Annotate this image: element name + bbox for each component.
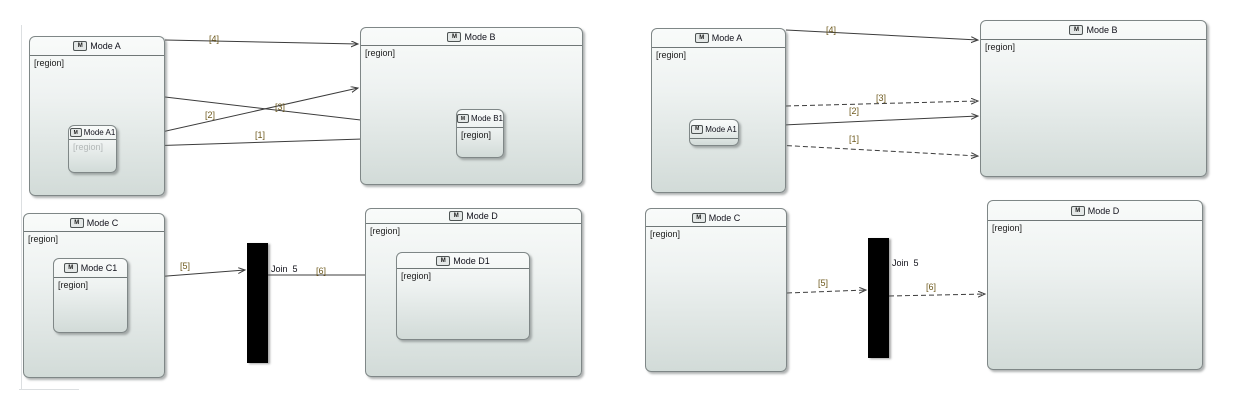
region-label: [region] [650,229,681,239]
join-label[interactable]: Join 5 [271,264,298,274]
mode-name-label: Mode B [1086,25,1118,35]
transition-guard-label[interactable]: [6] [316,266,327,276]
region-label: [region] [365,48,396,58]
mode-icon: M [449,211,464,221]
transition-4-right[interactable] [785,29,978,40]
mode-icon: M [69,128,82,137]
mode-region-compartment: [region] [397,269,529,339]
mode-region-compartment [690,139,738,145]
mode-region-compartment: [region] [361,46,582,184]
region-label: [region] [34,58,65,68]
mode-icon: M [1070,205,1085,216]
transition-3-right[interactable] [785,101,978,107]
mode-name-label: Mode D [466,211,498,221]
mode-name-label: Mode C [708,212,741,223]
join-bar-left[interactable] [247,243,268,363]
region-label: [region] [461,130,492,140]
mode-icon: M [691,124,704,134]
mode-region-compartment: [region] [981,40,1206,176]
mode-icon: M [63,263,78,273]
transition-guard-label[interactable]: [1] [255,130,266,140]
mode-region-compartment: [region] [646,227,786,371]
transition-guard-label[interactable]: [5] [180,261,191,271]
transition-guard-label[interactable]: [6] [926,282,937,292]
mode-region-compartment: [region] [366,224,581,376]
mode-name-label: Mode B1 [470,114,503,123]
mode-name-label: Mode A1 [83,128,116,137]
page-border-vertical [21,25,22,390]
mode-name-label: Mode B [464,31,496,42]
transition-guard-label[interactable]: [4] [209,34,220,44]
transition-guard-label[interactable]: [1] [849,134,860,144]
mode-icon: M [694,33,709,43]
mode-name-label: Mode C [86,217,119,228]
transition-6-right[interactable] [888,294,985,296]
transition-5-right[interactable] [786,290,866,293]
mode-name-label: Mode C1 [80,263,118,273]
region-label: [region] [656,50,687,60]
mode-name-label: Mode A1 [705,124,737,134]
mode-icon: M [73,41,88,51]
mode-name-label: Mode A [90,41,121,51]
transition-guard-label[interactable]: [3] [275,102,286,112]
mode-name-label: Mode A [711,33,743,43]
transition-guard-label[interactable]: [2] [849,106,860,116]
mode-region-compartment: [region] [69,140,116,172]
transition-guard-label[interactable]: [5] [818,278,829,288]
mode-region-compartment: [region] [54,278,127,332]
mode-name-label: Mode D [1087,205,1120,216]
transition-4-left[interactable] [164,39,358,44]
region-label: [region] [370,226,401,236]
region-label: [region] [28,234,59,244]
mode-name-label: Mode D1 [453,255,490,266]
mode-icon: M [691,212,706,223]
mode-region-compartment: [region] [30,56,164,195]
transition-guard-label[interactable]: [2] [205,110,216,120]
mode-region-compartment: [region] [24,232,164,377]
mode-region-compartment: [region] [988,221,1202,369]
mode-icon: M [1069,25,1084,35]
mode-icon: M [447,31,462,42]
join-label[interactable]: Join 5 [892,258,919,268]
transition-guard-label[interactable]: [3] [876,93,887,103]
page-border-horizontal [19,389,79,390]
mode-icon: M [457,114,469,123]
region-label: [region] [992,223,1023,233]
mode-region-compartment: [region] [457,128,503,157]
mode-icon: M [69,217,84,228]
region-label: [region] [58,280,89,290]
region-label: [region] [985,42,1016,52]
region-label: [region] [401,271,432,281]
join-bar-right[interactable] [868,238,889,358]
mode-icon: M [436,255,451,266]
transition-guard-label[interactable]: [4] [826,25,837,35]
region-label: [region] [73,142,104,152]
mode-region-compartment: [region] [652,48,785,192]
